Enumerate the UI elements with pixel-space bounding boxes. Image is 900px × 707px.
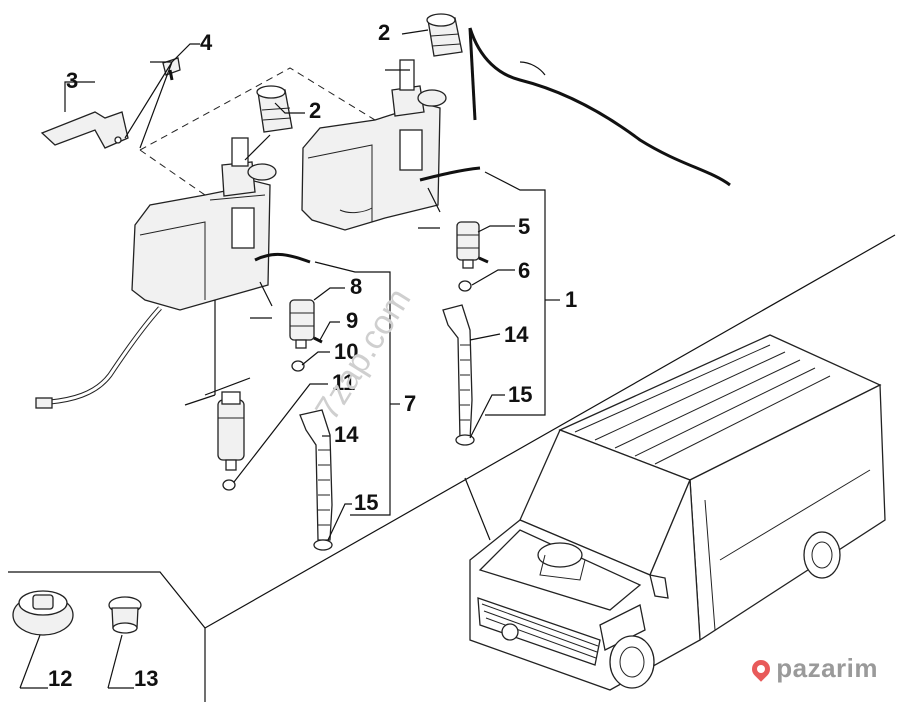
grommet-part-11 [222,479,236,491]
label-part-8: 8 [350,274,362,299]
label-part-11: 11 [332,370,355,395]
brand-watermark: pazarim [748,653,878,684]
o-ring-15-left [313,539,333,551]
tank-bracket-tab [231,137,249,167]
grommet-part-10 [291,360,305,372]
o-ring-15-right [455,434,475,446]
label-part-9: 9 [346,308,358,333]
label-part-2-right: 2 [378,20,390,45]
label-part-15-right: 15 [508,382,532,407]
level-tube-left [299,409,333,551]
location-pin-icon [748,655,774,682]
van-illustration [469,334,886,691]
washer-tank-left [35,137,311,409]
washer-hose-top [468,27,731,187]
tank-bracket-tab-right [399,59,415,91]
brand-text: pazarim [776,653,878,683]
label-part-4: 4 [200,30,213,55]
level-tube-right [442,304,475,446]
label-part-5: 5 [518,214,530,239]
label-part-6: 6 [518,258,530,283]
grommet-part-6 [458,280,472,292]
label-part-2-left: 2 [309,98,321,123]
filler-neck-right [426,13,463,57]
label-part-13: 13 [134,666,158,691]
leader-lines [19,29,560,689]
washer-pump-5 [456,221,489,269]
separator-line-inset [8,571,206,702]
bolt-part-4 [162,57,181,81]
part-number-labels: 4 3 2 2 5 6 1 14 15 8 9 10 11 7 14 15 12… [20,20,577,691]
label-part-14-right: 14 [504,322,529,347]
label-part-10: 10 [334,339,358,364]
separator-line-diagonal [204,234,896,629]
washer-tank-right [301,59,481,231]
washer-pump-8 [289,299,323,349]
washer-pump-11 [217,391,245,471]
label-part-14-left: 14 [334,422,359,447]
label-part-3: 3 [66,68,78,93]
label-part-1: 1 [565,287,577,312]
label-part-7: 7 [404,391,416,416]
label-part-15-left: 15 [354,490,378,515]
tank-cap-part-12 [12,590,74,636]
label-part-12: 12 [48,666,72,691]
grommet-part-13 [108,596,142,634]
bracket-part-3 [40,111,129,149]
filler-neck-left [256,85,293,133]
